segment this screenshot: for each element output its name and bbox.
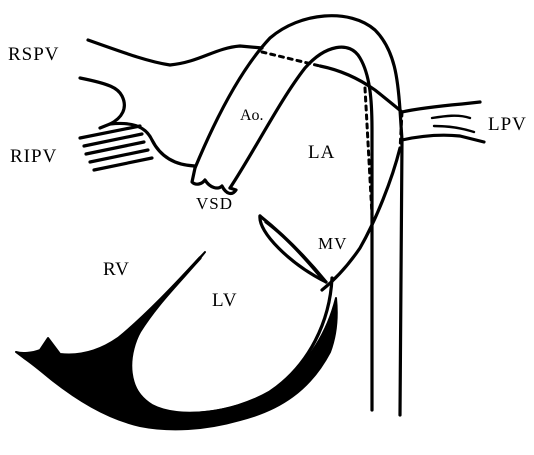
mitral-valve: [260, 216, 326, 282]
ripv-vessel: [80, 123, 195, 170]
la-wall: [262, 52, 402, 215]
ao-label: Ao.: [240, 107, 264, 124]
vsd-label: VSD: [196, 194, 233, 213]
lpv-vessel: [402, 102, 484, 142]
mv-label: MV: [318, 234, 347, 253]
rv-label: RV: [103, 259, 130, 280]
vsd-notch: [192, 168, 236, 193]
la-label: LA: [308, 142, 335, 163]
lv-wall: [131, 148, 400, 414]
rv-wall-filled: [16, 252, 337, 429]
rspv-label: RSPV: [8, 44, 60, 65]
lpv-label: LPV: [488, 114, 527, 135]
ripv-label: RIPV: [10, 146, 57, 167]
lv-label: LV: [212, 290, 238, 311]
